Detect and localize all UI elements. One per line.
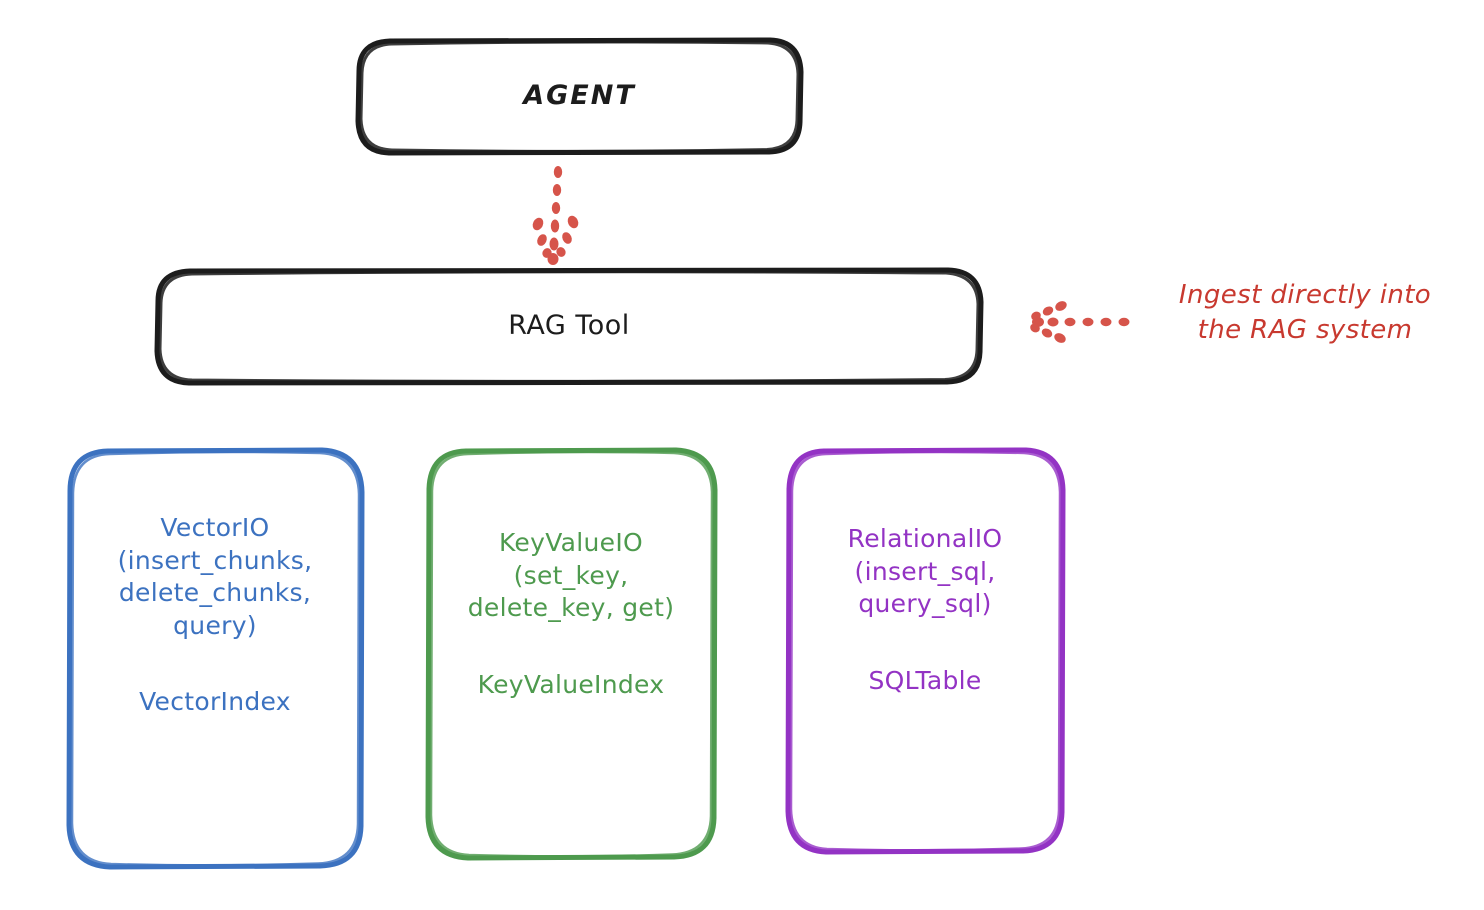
ingest-to-rag-tool-connector bbox=[1030, 301, 1130, 343]
rag-tool-box[interactable]: RAG Tool bbox=[156, 269, 982, 384]
keyvalueio-box[interactable]: KeyValueIO (set_key, delete_key, get) Ke… bbox=[428, 449, 714, 857]
agent-label: AGENT bbox=[523, 80, 636, 112]
agent-box[interactable]: AGENT bbox=[357, 39, 802, 154]
vectorio-sublabel: VectorIndex bbox=[139, 687, 291, 716]
vectorio-box[interactable]: VectorIO (insert_chunks, delete_chunks, … bbox=[68, 449, 362, 867]
keyvalueio-sublabel: KeyValueIndex bbox=[477, 669, 665, 699]
vectorio-label: VectorIO (insert_chunks, delete_chunks, … bbox=[117, 513, 313, 640]
relationalio-box[interactable]: RelationalIO (insert_sql, query_sql) SQL… bbox=[788, 449, 1062, 851]
relationalio-label: RelationalIO (insert_sql, query_sql) bbox=[847, 524, 1003, 619]
ingest-annotation-text: Ingest directly into the RAG system bbox=[1178, 280, 1432, 346]
relationalio-sublabel: SQLTable bbox=[868, 665, 982, 695]
rag-tool-label: RAG Tool bbox=[508, 310, 630, 342]
agent-to-rag-tool-connector bbox=[532, 166, 579, 265]
keyvalueio-label: KeyValueIO (set_key, delete_key, get) bbox=[467, 528, 675, 623]
